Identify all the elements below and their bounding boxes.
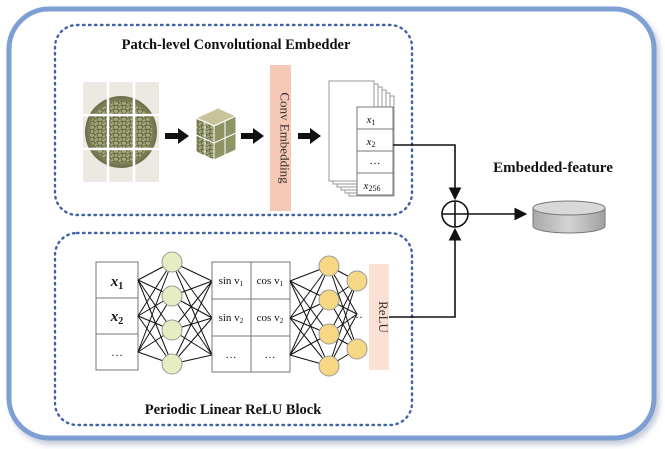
yellow-node [318,255,340,277]
relu-bar [369,264,389,370]
arrow-icon [165,128,189,144]
relu-label: ReLU [376,301,391,333]
periodic-cos-dots: … [265,349,276,361]
database-disk-icon [532,200,606,234]
yellow-node [346,338,368,360]
yellow-node [318,355,340,377]
yellow-node [318,289,340,311]
periodic-sin-dots: … [226,349,237,361]
image-patches-icon [83,82,159,182]
stack-cell-256: x256 [363,180,381,193]
input-cell-1: x1 [110,274,124,292]
embedder-module-border [53,23,414,217]
stack-cell-2: x2 [366,136,376,149]
conv-embedding-label: Conv Embedding [278,92,293,184]
green-node-layer [161,251,183,375]
hidden-dots: … [351,307,363,321]
connector-lines [389,144,528,318]
periodic-cos-2: cos v2 [257,312,284,325]
stack-cell-dots: … [370,155,381,167]
yellow-node-layer-1 [318,255,340,377]
periodic-sin-2: sin v2 [219,312,244,325]
yellow-node-layer-2 [346,270,368,360]
periodic-block-border [53,231,414,427]
green-node [161,353,183,375]
green-node [161,319,183,341]
green-node [161,285,183,307]
dense-connections-3 [289,265,330,367]
yellow-node [346,270,368,292]
input-vector: x1 x2 … [95,261,139,371]
periodic-cos-1: cos v1 [257,275,284,288]
green-node [161,251,183,273]
embedding-stack: x1 x2 … x256 [328,80,395,197]
output-label: Embedded-feature [493,160,613,176]
arrow-icon [241,128,264,144]
input-cell-dots: … [111,345,123,359]
arrow-icon [298,128,321,144]
dense-connections-1 [137,261,173,365]
stack-cell-1: x1 [366,114,376,127]
sum-node-icon [441,200,469,228]
periodic-block-title: Periodic Linear ReLU Block [145,402,322,418]
input-cell-2: x2 [110,309,124,327]
yellow-node [318,323,340,345]
periodic-sin-1: sin v1 [219,275,244,288]
embedder-title: Patch-level Convolutional Embedder [122,37,351,53]
periodic-table: sin v1 cos v1 sin v2 cos v2 … … [211,261,291,373]
patch-cube-icon [194,107,238,161]
conv-embedding-bar [270,65,291,211]
